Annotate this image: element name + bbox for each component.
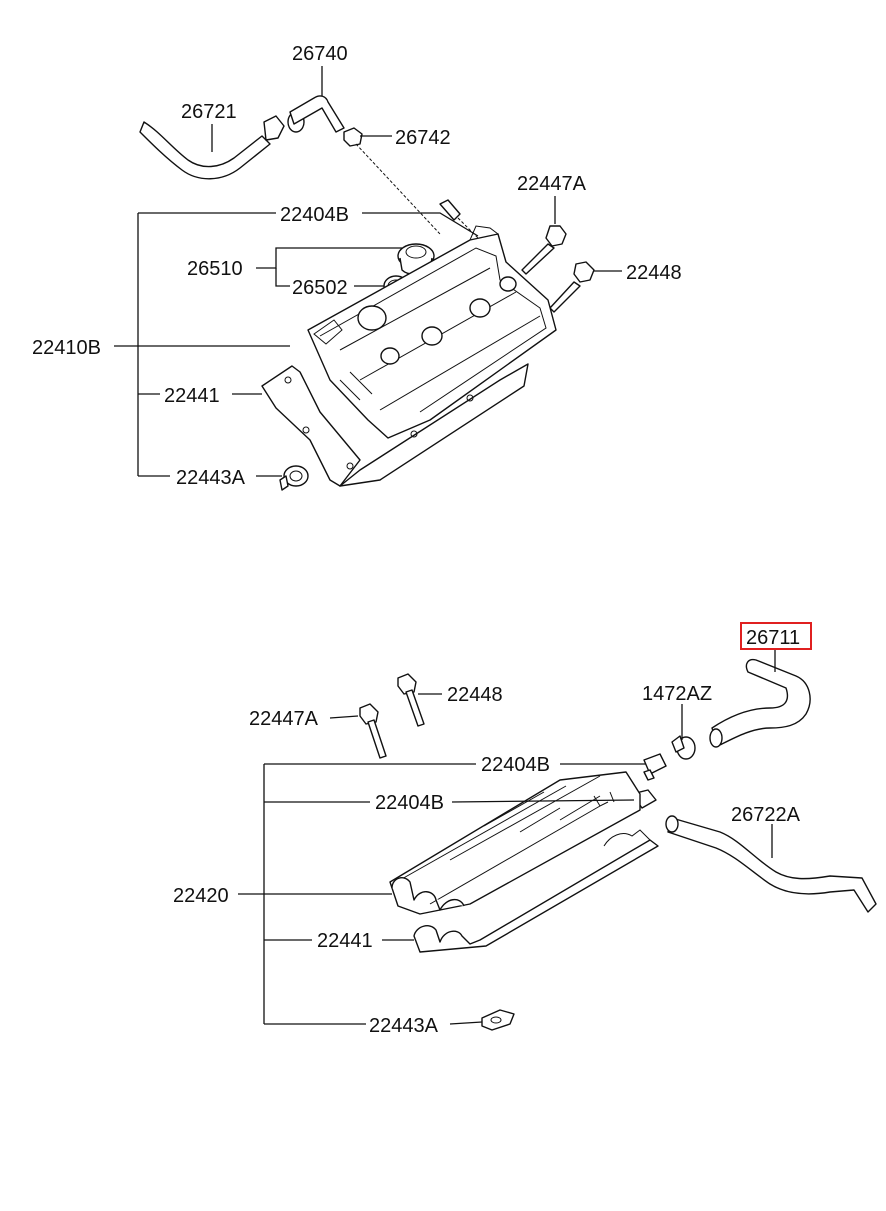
hose-26740-drawing [289,95,345,133]
hose-26711-drawing [709,658,811,748]
stud-22404B-drawing [439,199,481,241]
label-22420: 22420 [173,885,229,907]
hose-26722A-drawing [665,815,877,913]
label-26510: 26510 [187,258,243,280]
leaders-top [114,66,622,477]
bolt-22447A-bottom-drawing [359,703,387,759]
bolt-22448-bottom-drawing [397,673,425,727]
label-22448: 22448 [626,262,682,284]
gasket-22441-bottom-drawing [413,829,659,953]
label-22448-bottom: 22448 [447,684,503,706]
label-22443A: 22443A [176,467,246,489]
valve-26742-drawing [343,127,363,147]
label-22441-bottom: 22441 [317,930,373,952]
bolt-22447A-drawing [521,225,567,275]
label-26721: 26721 [181,101,237,123]
label-22447A: 22447A [517,173,587,195]
leaders-bottom [238,650,776,1025]
label-26742: 26742 [395,127,451,149]
label-22443A-bottom: 22443A [369,1015,439,1037]
highlight-box-26711 [740,622,812,650]
cover-22420-drawing [389,771,641,915]
gasket-22441-drawing [261,363,529,487]
bottom-assembly: 26711 1472AZ 22448 22447A 22404B 22404B … [173,622,877,1037]
label-26711[interactable]: 26711 [746,627,800,649]
label-22404B-b: 22404B [375,792,444,814]
label-22404B: 22404B [280,204,349,226]
label-22404B-a: 22404B [481,754,550,776]
grommet-22443A-drawing [279,465,309,491]
clamp-1472AZ-drawing [671,735,696,760]
rocker-cover-22410B-drawing [307,225,557,439]
bolt-22448-drawing [549,261,595,313]
dash-26742 [355,143,441,235]
stud-22404B-a-drawing [643,753,667,781]
label-1472AZ: 1472AZ [642,683,712,705]
label-26502: 26502 [292,277,348,299]
grommet-22443A-bottom-drawing [481,1009,515,1031]
top-assembly: 26740 26721 26742 22447A 22404B 26510 22… [32,43,682,491]
label-26722A: 26722A [731,804,801,826]
label-22447A-bottom: 22447A [249,708,319,730]
label-26740: 26740 [292,43,348,65]
label-22410B: 22410B [32,337,101,359]
label-22441: 22441 [164,385,220,407]
